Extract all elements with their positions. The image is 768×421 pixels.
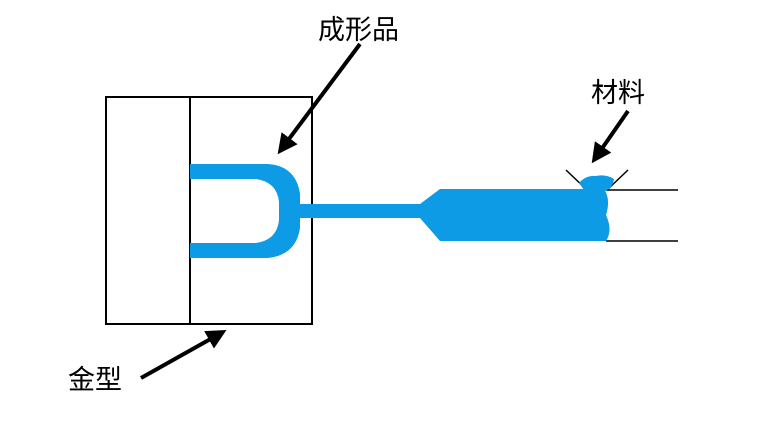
nozzle-and-barrel <box>420 189 610 241</box>
material-pellets <box>579 175 614 193</box>
arrow-mold <box>140 330 227 380</box>
arrow-product <box>277 42 362 155</box>
material-label: 材料 <box>591 78 645 109</box>
mold-left-half <box>105 96 191 325</box>
molded-product <box>190 164 300 258</box>
mold-label: 金型 <box>68 365 122 396</box>
product-label: 成形品 <box>318 15 399 46</box>
arrow-material <box>591 109 630 164</box>
runner-channel <box>298 204 422 218</box>
